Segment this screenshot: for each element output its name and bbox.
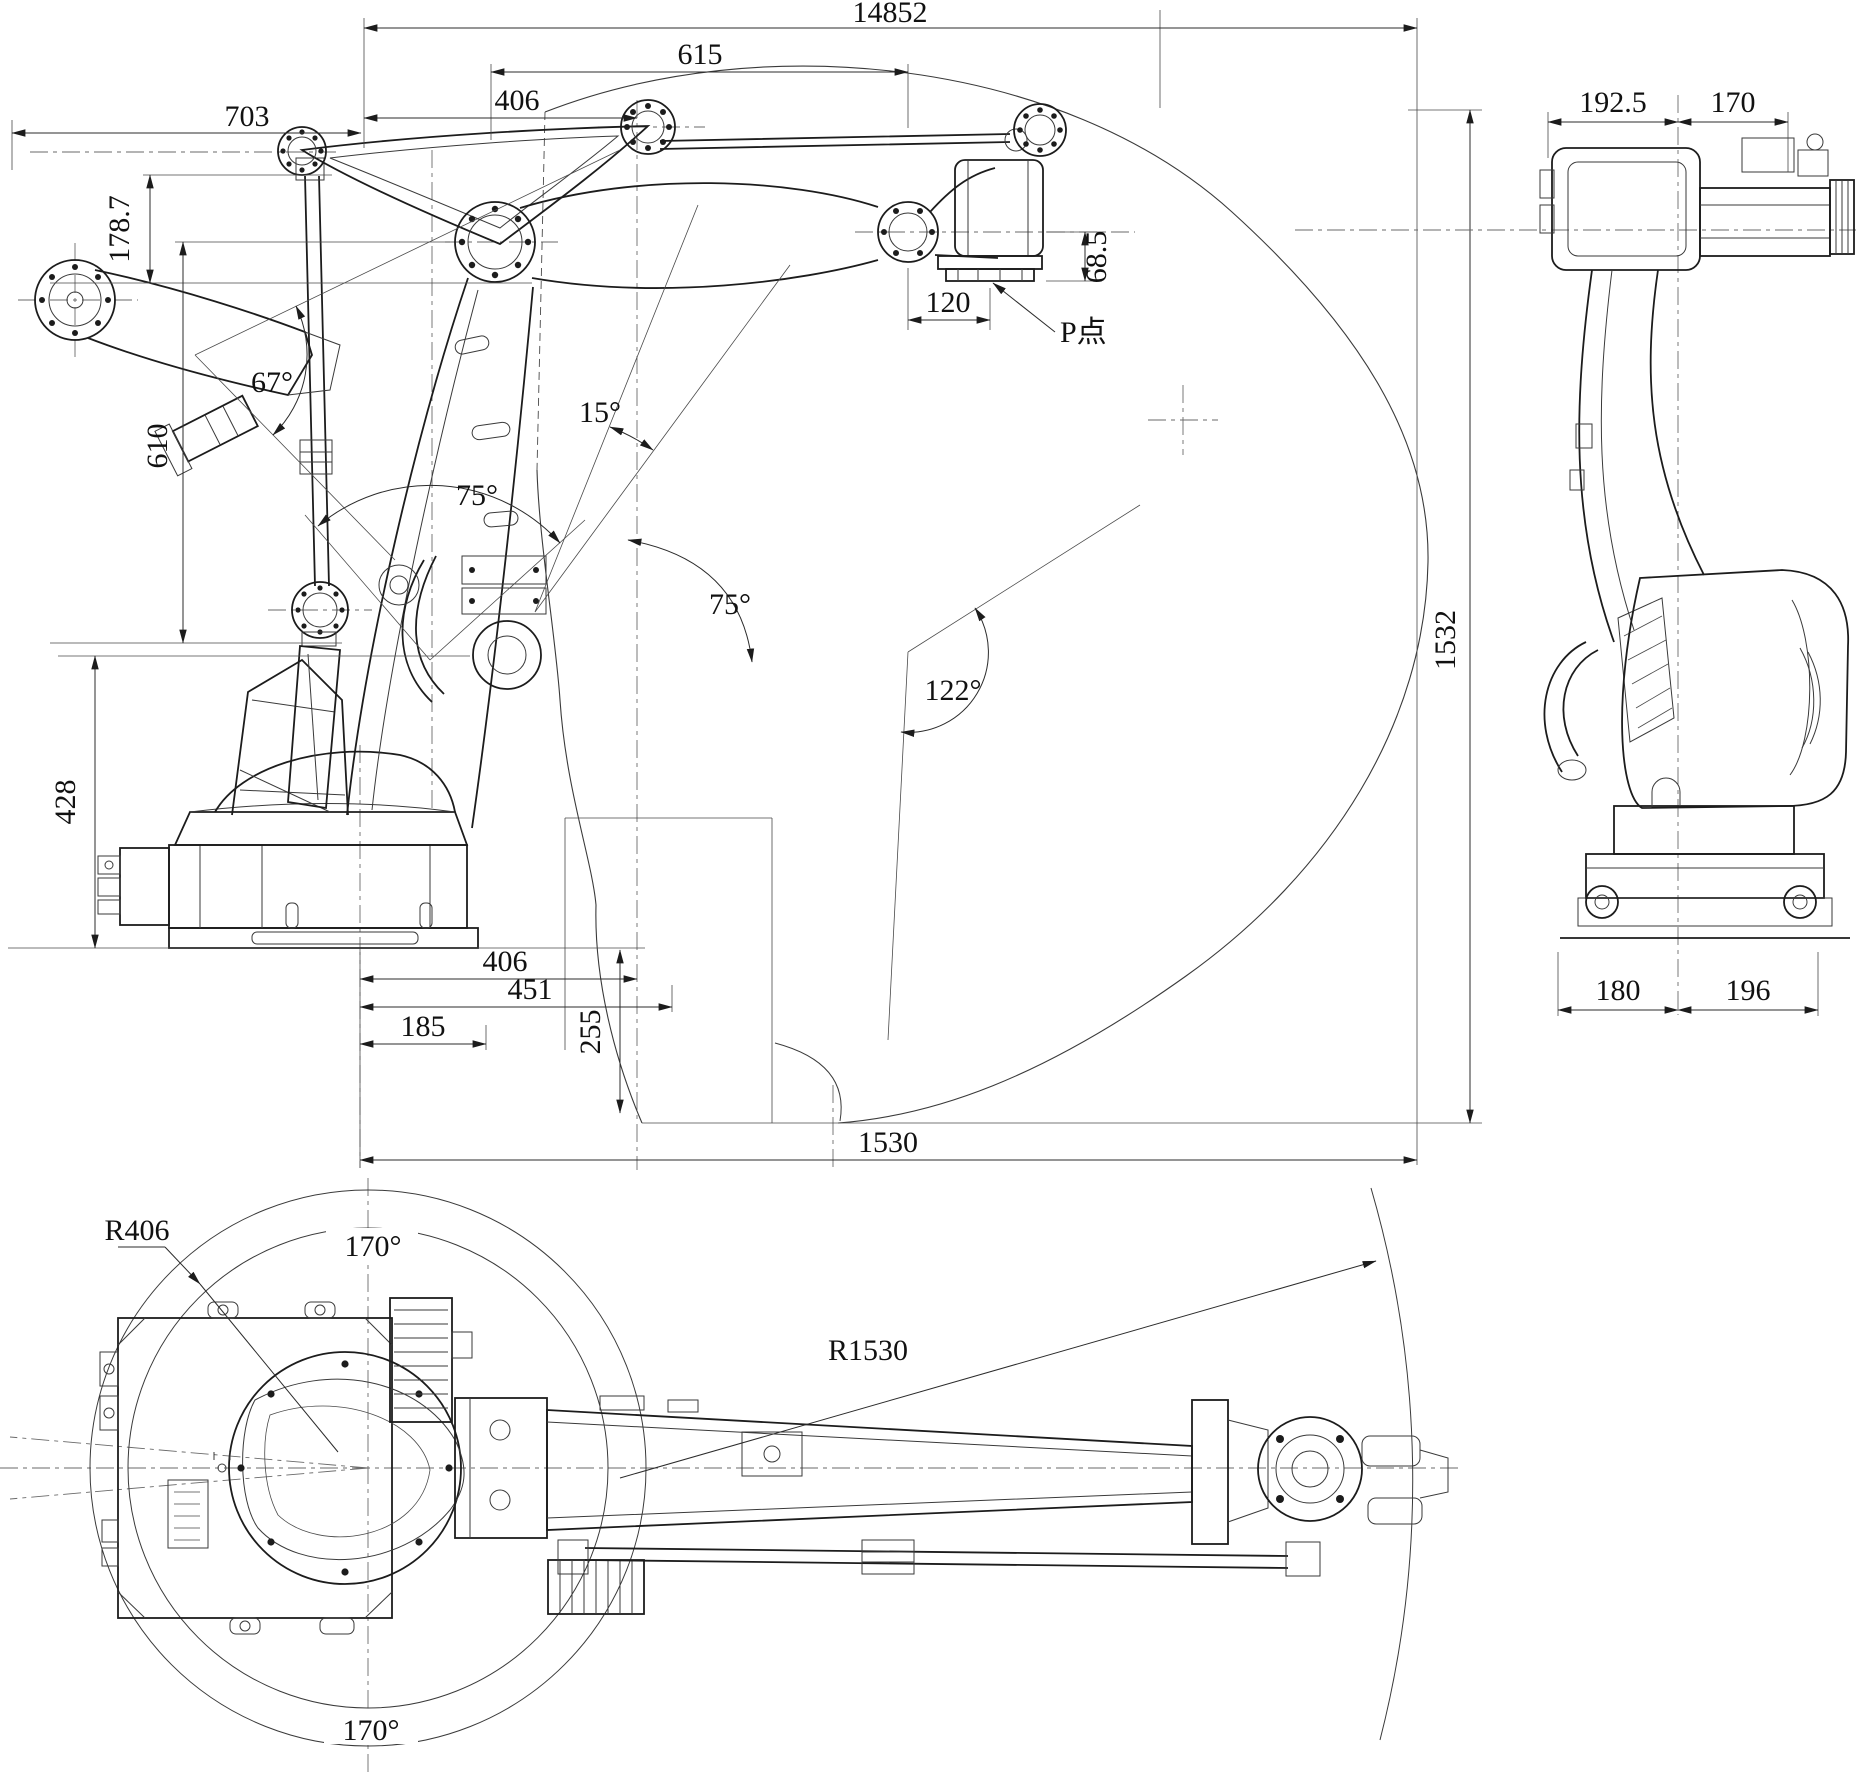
label-r1530: R1530: [828, 1334, 908, 1367]
front-view: 14852 615 406 703 178.7 610 428: [8, 0, 1482, 1170]
dim-label-1530: 1530: [858, 1126, 918, 1159]
side-robot: [1539, 133, 1855, 939]
label-p-point: P点: [1060, 316, 1107, 349]
front-robot-base: [8, 750, 645, 949]
dim-label-615: 615: [678, 38, 723, 71]
top-rotation-range: [89, 1187, 1414, 1747]
dim-label-406-top: 406: [495, 84, 540, 117]
front-lower-arm: [346, 277, 547, 829]
top-centerlines: [0, 1178, 1462, 1776]
front-detail-link: [18, 243, 341, 477]
side-view: 192.5 170 180 196: [1295, 86, 1856, 1016]
side-dimensions: 192.5 170 180 196: [1547, 86, 1819, 1016]
dim-label-428: 428: [49, 780, 82, 825]
dim-label-1532: 1532: [1429, 610, 1462, 670]
dim-label-451: 451: [508, 973, 553, 1006]
front-upper-arm: [519, 103, 1067, 289]
dim-label-255: 255: [574, 1010, 607, 1055]
dim-label-406-bottom: 406: [483, 945, 528, 978]
dim-label-196: 196: [1726, 974, 1771, 1007]
dim-label-185: 185: [401, 1010, 446, 1043]
dim-label-14852: 14852: [853, 0, 928, 29]
side-centerlines: [1295, 95, 1856, 1015]
angle-label-15: 15°: [579, 396, 621, 429]
front-triangle-plate: [277, 99, 676, 283]
dim-label-120: 120: [926, 286, 971, 319]
angle-label-122: 122°: [925, 674, 982, 707]
dim-label-703: 703: [225, 100, 270, 133]
front-work-envelope: [536, 65, 1482, 1124]
front-centerlines: [30, 100, 1218, 1170]
dim-label-180: 180: [1596, 974, 1641, 1007]
angle-label-67: 67°: [251, 366, 293, 399]
front-link-rod: [231, 157, 349, 816]
label-r406: R406: [104, 1214, 169, 1247]
dim-label-68-5: 68.5: [1080, 231, 1113, 284]
top-robot: [99, 1297, 1449, 1635]
front-dimensions: 14852 615 406 703 178.7 610 428: [11, 0, 1482, 1168]
dim-label-610: 610: [141, 424, 174, 469]
dim-label-170: 170: [1711, 86, 1756, 119]
dim-label-178-7: 178.7: [103, 195, 136, 263]
angle-label-170-bottom: 170°: [343, 1714, 400, 1747]
dim-label-192-5: 192.5: [1579, 86, 1647, 119]
angle-label-170-top: 170°: [345, 1230, 402, 1263]
top-view: R406 170° R1530 170°: [0, 1178, 1462, 1776]
top-annotations: R406 170° R1530 170°: [104, 1214, 1377, 1747]
angle-label-75-lower: 75°: [709, 588, 751, 621]
angle-label-75-upper: 75°: [456, 479, 498, 512]
